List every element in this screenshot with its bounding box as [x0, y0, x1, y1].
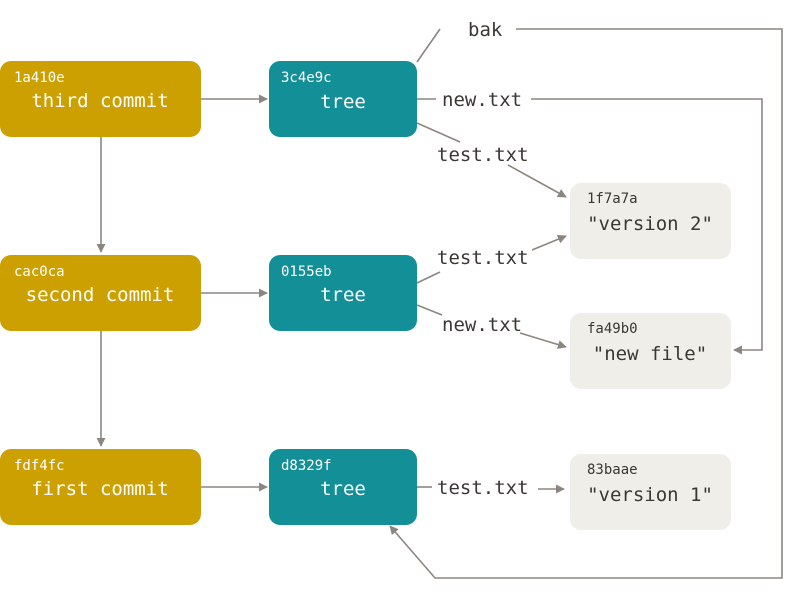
- blob-node-1f7a7a: 1f7a7a "version 2": [570, 183, 731, 259]
- blob-sha: fa49b0: [587, 321, 638, 337]
- tree-sha: 0155eb: [281, 264, 332, 280]
- tree-node-d8329f: d8329f tree: [269, 449, 417, 525]
- commit-box: [0, 449, 201, 525]
- edge-label-d8329f-test: test.txt: [437, 477, 529, 499]
- blob-sha: 1f7a7a: [587, 191, 638, 207]
- blob-sha: 83baae: [587, 462, 638, 478]
- commit-sha: cac0ca: [14, 264, 65, 280]
- edge-bak-to-d8329f: [389, 28, 783, 579]
- edge-label-0155eb-new: new.txt: [442, 314, 522, 336]
- edge-0155eb-test-to-1f7a7a: [531, 234, 567, 251]
- commit-node-third: 1a410e third commit: [0, 61, 201, 137]
- tree-box: [269, 61, 417, 137]
- blob-node-fa49b0: fa49b0 "new file": [570, 313, 731, 389]
- commit-box: [0, 61, 201, 137]
- tree-box: [269, 449, 417, 525]
- edge-3c4e9c-new-to-fa49b0: [531, 98, 763, 355]
- commit-sha: fdf4fc: [14, 458, 65, 474]
- commit-message: third commit: [31, 90, 168, 112]
- commit-sha: 1a410e: [14, 70, 65, 86]
- tree-label: tree: [320, 478, 366, 500]
- edge-3c4e9c-test-to-1f7a7a: [507, 164, 567, 198]
- commit-message: first commit: [31, 478, 168, 500]
- blob-box: [570, 183, 731, 259]
- commit-node-second: cac0ca second commit: [0, 255, 201, 331]
- tree-node-0155eb: 0155eb tree: [269, 255, 417, 331]
- commit-message: second commit: [26, 284, 175, 306]
- blob-node-83baae: 83baae "version 1": [570, 454, 731, 530]
- tree-sha: d8329f: [281, 458, 332, 474]
- edge-bak-link: [416, 28, 441, 63]
- edge-0155eb-new-to-fa49b0: [519, 332, 567, 349]
- edge-0155eb-new-stub: [416, 304, 443, 316]
- commit-box: [0, 255, 201, 331]
- blob-box: [570, 454, 731, 530]
- tree-label: tree: [320, 91, 366, 113]
- tree-label: tree: [320, 284, 366, 306]
- edge-label-3c4e9c-new: new.txt: [442, 89, 522, 111]
- tree-node-3c4e9c: 3c4e9c tree: [269, 61, 417, 137]
- edge-label-bak: bak: [468, 19, 503, 41]
- commit-node-first: fdf4fc first commit: [0, 449, 201, 525]
- blob-content: "new file": [593, 343, 707, 365]
- tree-box: [269, 255, 417, 331]
- blob-content: "version 1": [587, 484, 713, 506]
- edge-3c4e9c-test-stub: [416, 122, 461, 143]
- edge-label-3c4e9c-test: test.txt: [437, 144, 529, 166]
- edge-label-0155eb-test: test.txt: [437, 247, 529, 269]
- blob-content: "version 2": [587, 213, 713, 235]
- tree-sha: 3c4e9c: [281, 70, 332, 86]
- edge-0155eb-test-stub: [416, 271, 441, 284]
- blob-box: [570, 313, 731, 389]
